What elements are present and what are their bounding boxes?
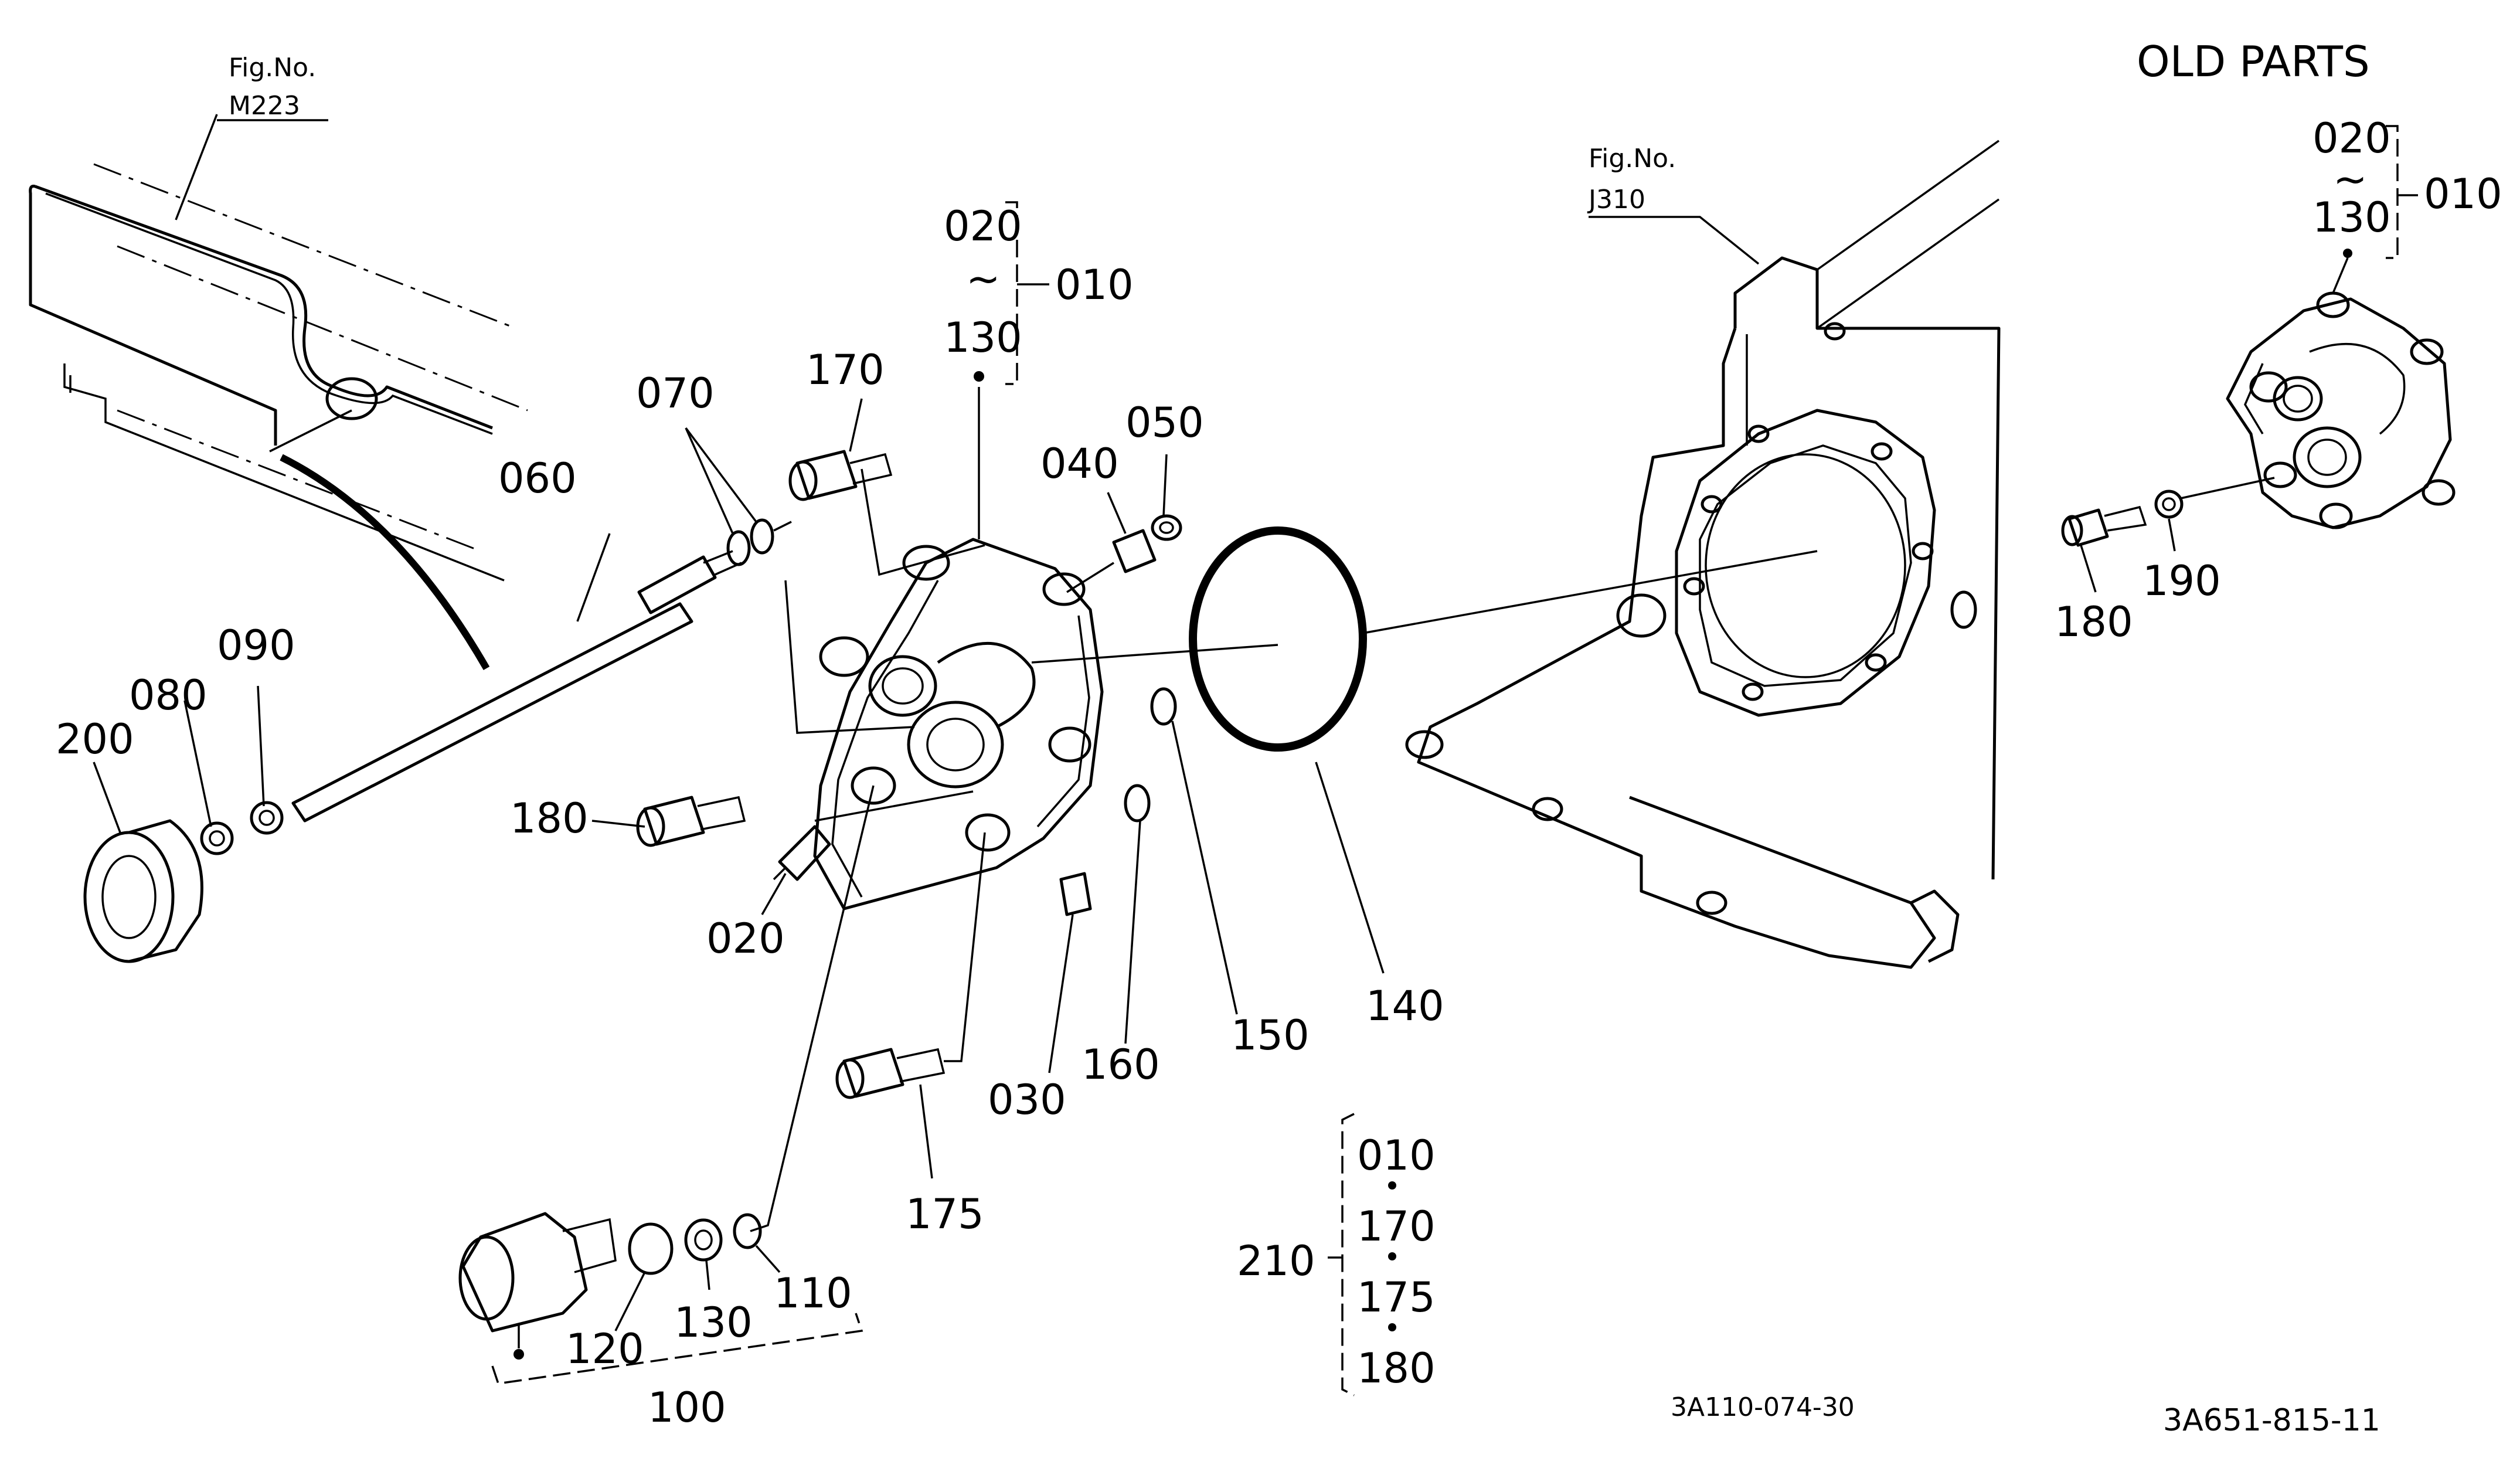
label-old-190: 190 — [2142, 557, 2221, 605]
plug-020 — [761, 825, 831, 915]
housing-m223 — [29, 114, 528, 670]
label-fig-no-right: Fig.No. — [1589, 144, 1676, 174]
bracket-210-kit — [1328, 1113, 1396, 1396]
label-old-020: 020 — [2312, 114, 2391, 162]
label-fig-no-left: Fig.No. — [229, 53, 316, 83]
label-180-left: 180 — [510, 794, 589, 842]
label-040: 040 — [1040, 440, 1119, 488]
label-old-010: 010 — [2424, 170, 2502, 218]
plug-030 — [1048, 872, 1092, 1073]
o-rings-070 — [685, 427, 792, 566]
label-150: 150 — [1231, 1011, 1310, 1059]
label-old-tilde: ~ — [2333, 155, 2368, 203]
relief-valve-100 — [458, 1212, 863, 1385]
transmission-case-j310 — [1405, 140, 2001, 969]
label-060: 060 — [498, 454, 577, 502]
label-140: 140 — [1366, 982, 1444, 1030]
fitting-040-050 — [1107, 454, 1182, 573]
label-old-130: 130 — [2312, 193, 2391, 242]
o-rings-140-150-160 — [1124, 526, 1818, 1044]
label-030: 030 — [988, 1076, 1066, 1124]
washers-seal — [83, 685, 284, 963]
pump-cover — [291, 371, 1278, 1232]
label-130-main: 130 — [944, 314, 1022, 362]
label-kit-010: 010 — [1357, 1131, 1436, 1180]
label-080: 080 — [129, 671, 208, 719]
label-100: 100 — [648, 1384, 726, 1432]
bolt-180 — [591, 796, 746, 847]
label-090: 090 — [217, 621, 295, 670]
label-130-bottom: 130 — [674, 1299, 753, 1347]
label-200: 200 — [56, 715, 134, 763]
label-175: 175 — [906, 1190, 984, 1238]
bracket-010-main — [1005, 201, 1049, 385]
label-110: 110 — [774, 1269, 852, 1317]
bolt-170 — [788, 398, 893, 501]
label-code-right: 3A651-815-11 — [2163, 1403, 2380, 1438]
label-020-bottom: 020 — [706, 915, 785, 963]
label-020-main: 020 — [944, 202, 1022, 250]
old-parts — [2061, 125, 2456, 593]
label-kit-175: 175 — [1357, 1273, 1436, 1321]
bolt-175 — [835, 1048, 946, 1179]
label-old-parts: OLD PARTS — [2137, 37, 2370, 86]
label-010-main: 010 — [1055, 261, 1134, 309]
label-210: 210 — [1237, 1237, 1315, 1285]
label-kit-180: 180 — [1357, 1344, 1436, 1392]
label-050: 050 — [1125, 399, 1204, 447]
label-kit-170: 170 — [1357, 1202, 1436, 1250]
label-fig-ref-right: J310 — [1587, 185, 1645, 215]
label-160: 160 — [1082, 1041, 1160, 1089]
label-120: 120 — [566, 1325, 644, 1373]
label-tilde-main: ~ — [966, 255, 1001, 303]
label-code-center: 3A110-074-30 — [1671, 1392, 1855, 1422]
label-fig-ref-left: M223 — [229, 91, 300, 121]
label-170: 170 — [806, 346, 885, 394]
label-070: 070 — [636, 369, 715, 417]
label-old-180: 180 — [2055, 598, 2133, 646]
